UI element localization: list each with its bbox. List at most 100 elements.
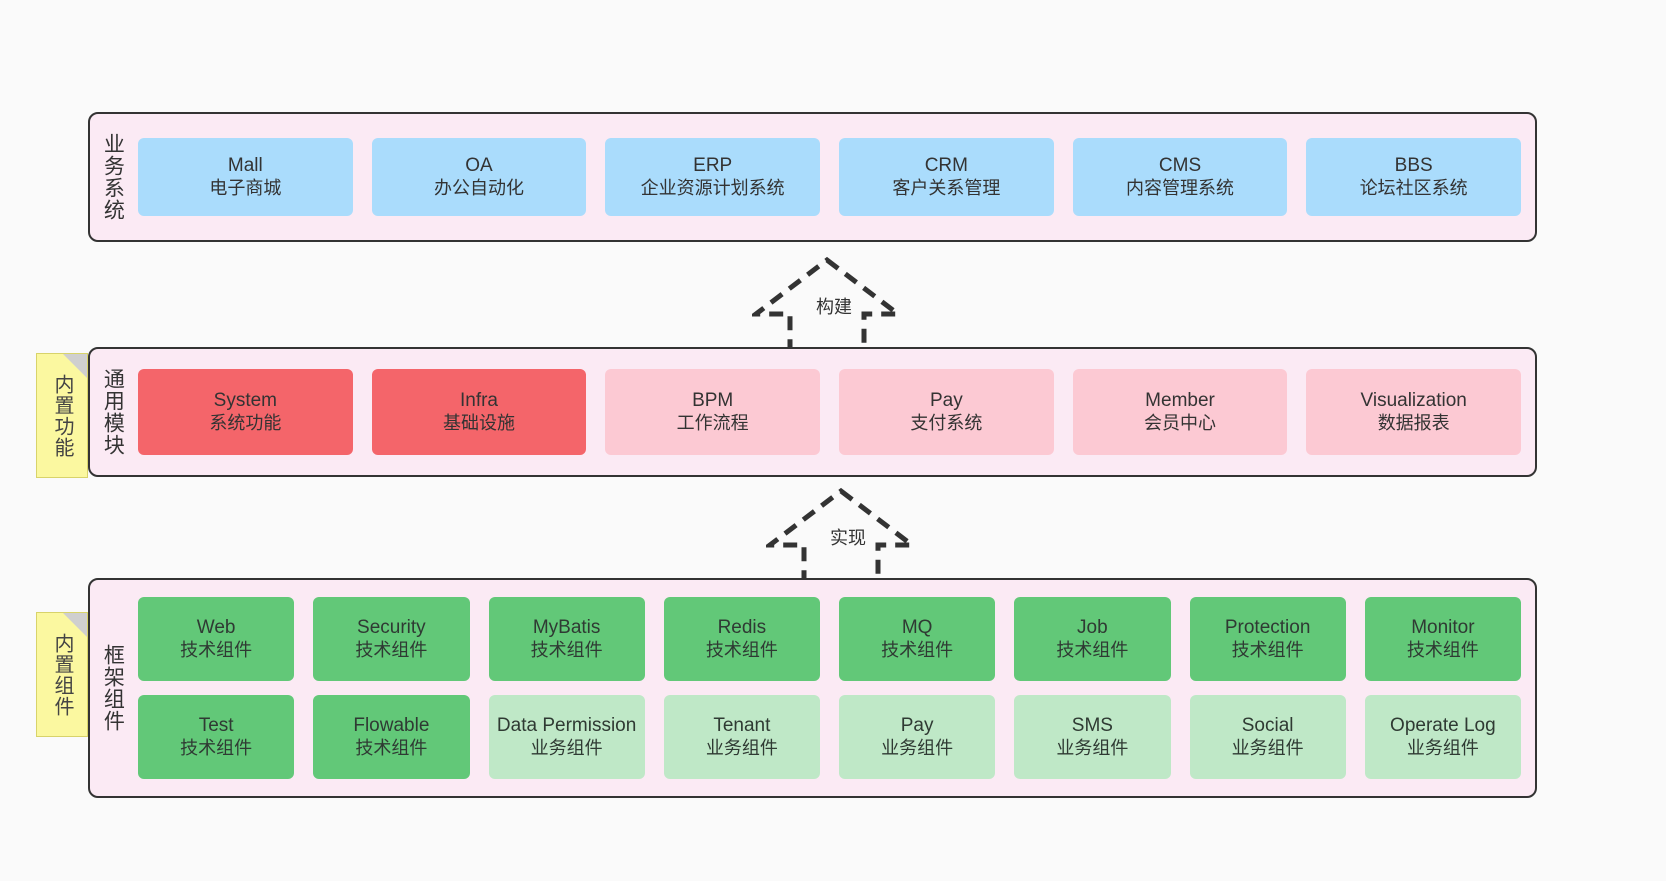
node-tenant-en: Tenant: [713, 715, 771, 737]
node-cms[interactable]: CMS 内容管理系统: [1072, 138, 1288, 216]
node-data-permission[interactable]: Data Permission 业务组件: [488, 695, 645, 779]
node-operate-log-en: Operate Log: [1390, 715, 1496, 737]
node-social-cn: 业务组件: [1231, 737, 1304, 758]
node-system-cn: 系统功能: [209, 412, 282, 433]
layer-business: 业务系统 Mall 电子商城 OA 办公自动化 ERP 企业资源计划系统 CRM…: [88, 112, 1537, 242]
node-test[interactable]: Test 技术组件: [138, 695, 295, 779]
node-member[interactable]: Member 会员中心: [1072, 369, 1288, 455]
node-sms-cn: 业务组件: [1056, 737, 1129, 758]
node-cms-en: CMS: [1158, 155, 1202, 177]
node-web-en: Web: [196, 617, 236, 639]
node-bpm[interactable]: BPM 工作流程: [605, 369, 821, 455]
node-test-cn: 技术组件: [180, 737, 253, 758]
arrow-build-label: 构建: [816, 297, 852, 317]
node-mq-en: MQ: [901, 617, 933, 639]
node-pay-component[interactable]: Pay 业务组件: [839, 695, 996, 779]
node-infra-cn: 基础设施: [443, 412, 515, 433]
node-oa[interactable]: OA 办公自动化: [371, 138, 587, 216]
node-pay-module[interactable]: Pay 支付系统: [839, 369, 1054, 455]
node-bbs[interactable]: BBS 论坛社区系统: [1306, 138, 1522, 216]
framework-row-technical: Web 技术组件 Security 技术组件 MyBatis 技术组件 Redi…: [138, 597, 1521, 681]
node-infra[interactable]: Infra 基础设施: [371, 369, 587, 455]
node-crm[interactable]: CRM 客户关系管理: [839, 138, 1054, 216]
node-tenant-cn: 业务组件: [705, 737, 778, 758]
node-security-en: Security: [357, 617, 426, 639]
node-system[interactable]: System 系统功能: [138, 369, 353, 455]
node-flowable-en: Flowable: [353, 715, 430, 737]
node-redis[interactable]: Redis 技术组件: [663, 597, 820, 681]
node-tenant[interactable]: Tenant 业务组件: [663, 695, 820, 779]
node-data-permission-cn: 业务组件: [530, 737, 603, 758]
node-pay-component-cn: 业务组件: [881, 737, 954, 758]
node-bbs-cn: 论坛社区系统: [1359, 177, 1468, 198]
node-monitor[interactable]: Monitor 技术组件: [1364, 597, 1521, 681]
node-security-cn: 技术组件: [355, 639, 428, 660]
node-mall-en: Mall: [227, 155, 263, 177]
node-erp-cn: 企业资源计划系统: [640, 177, 785, 198]
node-protection-cn: 技术组件: [1231, 639, 1304, 660]
node-mall-cn: 电子商城: [209, 177, 282, 198]
node-web[interactable]: Web 技术组件: [138, 597, 295, 681]
node-crm-cn: 客户关系管理: [892, 177, 1001, 198]
node-pay-component-en: Pay: [900, 715, 934, 737]
node-visualization-cn: 数据报表: [1377, 412, 1450, 433]
layer-module: 通用模块 System 系统功能 Infra 基础设施 BPM 工作流程 Pay…: [88, 347, 1537, 477]
node-redis-en: Redis: [717, 617, 767, 639]
layer-framework-title: 框架组件: [101, 644, 125, 732]
node-mq-cn: 技术组件: [881, 639, 954, 660]
node-job-cn: 技术组件: [1056, 639, 1129, 660]
node-social-en: Social: [1241, 715, 1294, 737]
layer-module-body: System 系统功能 Infra 基础设施 BPM 工作流程 Pay 支付系统…: [134, 349, 1535, 475]
node-system-en: System: [213, 390, 278, 412]
node-erp[interactable]: ERP 企业资源计划系统: [605, 138, 821, 216]
node-bpm-cn: 工作流程: [676, 412, 749, 433]
node-redis-cn: 技术组件: [705, 639, 778, 660]
framework-row-business: Test 技术组件 Flowable 技术组件 Data Permission …: [138, 695, 1521, 779]
node-mq[interactable]: MQ 技术组件: [839, 597, 996, 681]
node-member-cn: 会员中心: [1144, 412, 1217, 433]
node-operate-log[interactable]: Operate Log 业务组件: [1364, 695, 1521, 779]
node-operate-log-cn: 业务组件: [1406, 737, 1479, 758]
note-builtin-component: 内置组件: [36, 612, 88, 737]
node-monitor-cn: 技术组件: [1406, 639, 1479, 660]
node-infra-en: Infra: [459, 390, 499, 412]
node-bpm-en: BPM: [692, 390, 734, 412]
layer-business-title: 业务系统: [101, 133, 125, 221]
arrow-build: 构建: [752, 256, 902, 352]
node-crm-en: CRM: [924, 155, 968, 177]
node-data-permission-en: Data Permission: [496, 715, 637, 737]
node-monitor-en: Monitor: [1411, 617, 1475, 639]
node-social[interactable]: Social 业务组件: [1189, 695, 1346, 779]
node-oa-cn: 办公自动化: [434, 177, 524, 198]
node-job-en: Job: [1077, 617, 1108, 639]
arrow-implement-label: 实现: [830, 528, 866, 548]
node-web-cn: 技术组件: [180, 639, 253, 660]
layer-module-title: 通用模块: [101, 368, 125, 456]
note-fold-corner-icon: [63, 613, 87, 637]
layer-framework: 框架组件 Web 技术组件 Security 技术组件 MyBatis 技术组件…: [88, 578, 1537, 798]
node-mybatis-en: MyBatis: [532, 617, 601, 639]
node-mall[interactable]: Mall 电子商城: [138, 138, 353, 216]
node-mybatis-cn: 技术组件: [530, 639, 603, 660]
node-protection[interactable]: Protection 技术组件: [1189, 597, 1346, 681]
node-flowable-cn: 技术组件: [355, 737, 428, 758]
node-job[interactable]: Job 技术组件: [1014, 597, 1171, 681]
node-member-en: Member: [1145, 390, 1215, 412]
layer-business-body: Mall 电子商城 OA 办公自动化 ERP 企业资源计划系统 CRM 客户关系…: [134, 114, 1535, 240]
node-test-en: Test: [198, 715, 234, 737]
node-mybatis[interactable]: MyBatis 技术组件: [488, 597, 645, 681]
node-visualization-en: Visualization: [1360, 390, 1467, 412]
note-builtin-function-label: 内置功能: [51, 373, 73, 458]
node-oa-en: OA: [465, 155, 493, 177]
node-cms-cn: 内容管理系统: [1126, 177, 1235, 198]
node-protection-en: Protection: [1224, 617, 1311, 639]
node-visualization[interactable]: Visualization 数据报表: [1306, 369, 1522, 455]
note-builtin-component-label: 内置组件: [51, 632, 73, 717]
node-pay-module-en: Pay: [929, 390, 963, 412]
layer-framework-body: Web 技术组件 Security 技术组件 MyBatis 技术组件 Redi…: [134, 580, 1535, 796]
node-sms[interactable]: SMS 业务组件: [1014, 695, 1171, 779]
arrow-implement: 实现: [766, 487, 916, 583]
node-security[interactable]: Security 技术组件: [313, 597, 470, 681]
node-flowable[interactable]: Flowable 技术组件: [313, 695, 470, 779]
